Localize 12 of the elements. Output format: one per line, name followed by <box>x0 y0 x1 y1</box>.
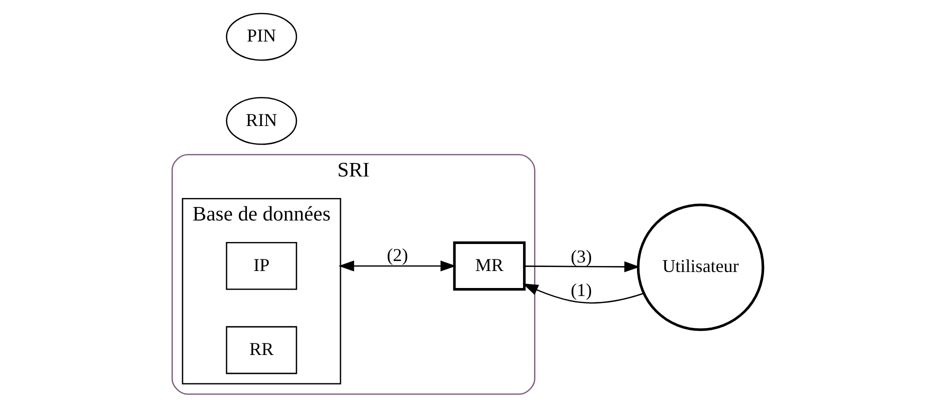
node-ellipse: RIN <box>226 97 298 145</box>
node-box: MR <box>453 241 526 291</box>
edge-label: (2) <box>386 245 408 266</box>
node-box: IP <box>226 242 298 290</box>
arrow <box>524 261 640 272</box>
arrow <box>338 260 456 272</box>
node-ellipse: PIN <box>226 12 298 61</box>
node-circle: Utilisateur <box>636 204 764 331</box>
edge-label: (1) <box>570 280 592 300</box>
edge-label: (3) <box>570 246 592 266</box>
node-box: RR <box>226 326 298 374</box>
arrow <box>522 284 644 304</box>
